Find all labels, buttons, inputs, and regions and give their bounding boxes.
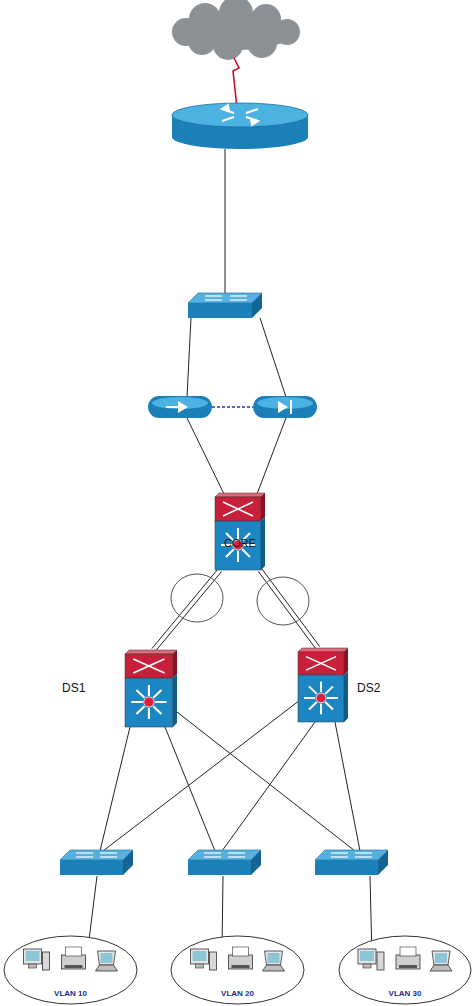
access-switch-icon: [60, 850, 133, 875]
access-switch-icon: [315, 850, 388, 875]
uplink-line: [225, 149, 226, 295]
link-line: [187, 418, 224, 494]
etherchannel-link: [258, 569, 320, 650]
switch-icon: [188, 293, 262, 318]
etherchannel-ring: [257, 577, 309, 625]
vlan-label: VLAN 20: [170, 990, 305, 999]
router-icon: [172, 103, 308, 149]
vlan-label: VLAN 10: [3, 990, 138, 999]
failover-link: [212, 406, 253, 408]
wan-link: [233, 58, 239, 108]
multilayer-switch-icon: [298, 648, 348, 722]
firewall-icon: [253, 396, 317, 418]
device-label: DS2: [357, 682, 397, 695]
device-label: DS1: [62, 682, 102, 695]
internet-cloud: [172, 0, 300, 60]
multilayer-switch-icon: [125, 650, 177, 727]
link-line: [260, 318, 286, 397]
vlan-group: VLAN 10: [3, 935, 138, 1005]
core-switch: CORE: [215, 493, 265, 570]
link-line: [257, 418, 286, 494]
etherchannel-ring: [171, 574, 223, 622]
vlan-label: VLAN 30: [338, 990, 472, 999]
firewall-icon: [148, 396, 212, 418]
link-line: [187, 318, 191, 397]
access-switch-icon: [188, 850, 261, 875]
vlan-group: VLAN 20: [170, 935, 305, 1005]
device-label: CORE: [215, 537, 265, 549]
distribution-switch: DS1: [125, 650, 177, 727]
vlan-group: VLAN 30: [338, 935, 472, 1005]
etherchannel-link: [152, 569, 222, 652]
distribution-switch: DS2: [298, 648, 348, 722]
multilayer-switch-icon: [215, 493, 265, 570]
